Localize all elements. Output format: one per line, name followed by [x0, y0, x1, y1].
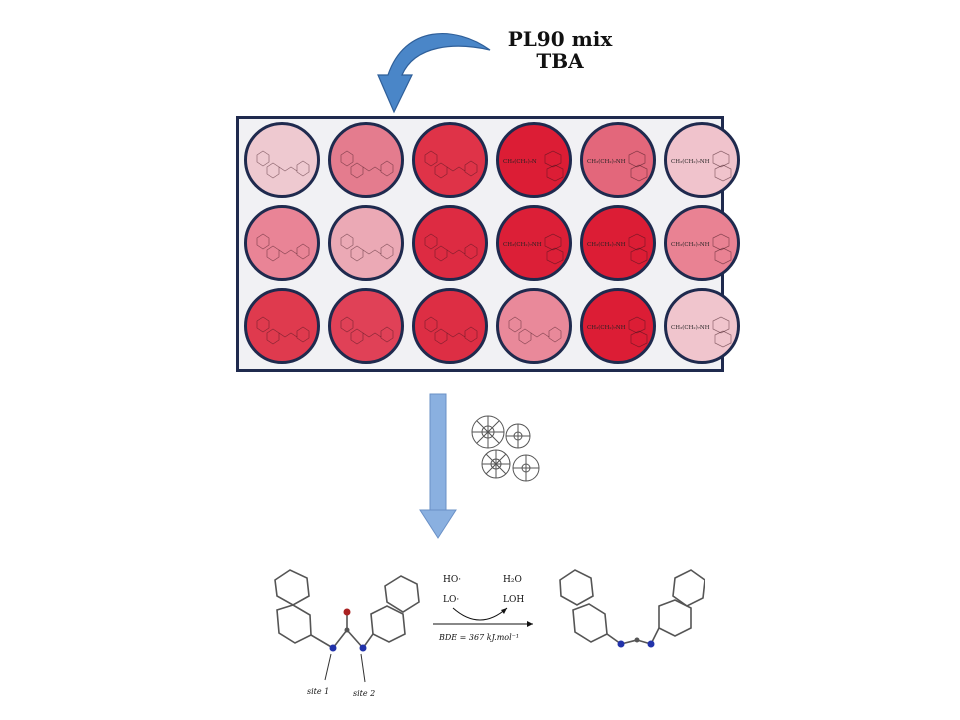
- atoms-reactant: [329, 608, 367, 652]
- structure-sketch-icon: [424, 233, 478, 262]
- well-r2-c6: CH₃(CH₂)₇NH: [664, 205, 740, 281]
- reagent-lo: LO·: [443, 595, 459, 605]
- structure-sketch-icon: [544, 233, 564, 265]
- well-label: CH₃(CH₂)₇NH: [587, 242, 626, 248]
- structure-sketch-icon: [712, 233, 732, 265]
- well-r1-c1: [244, 122, 320, 198]
- well-r3-c4: [496, 288, 572, 364]
- site-2-label: site 2: [353, 689, 375, 698]
- well-label: CH₃(CH₂)₇NH: [587, 159, 626, 165]
- structure-sketch-icon: [340, 150, 394, 179]
- structure-sketch-icon: [340, 316, 394, 345]
- structure-sketch-icon: [256, 316, 310, 345]
- structure-sketch-icon: [424, 150, 478, 179]
- structure-sketch-icon: [256, 233, 310, 262]
- reagent-ho: HO·: [443, 575, 461, 585]
- well-r2-c2: [328, 205, 404, 281]
- well-label: CH₃(CH₂)₇NH: [587, 325, 626, 331]
- well-r1-c6: CH₃(CH₂)₇NH: [664, 122, 740, 198]
- title-line-1: PL90 mix: [507, 27, 613, 51]
- reaction-scheme: site 1 site 2 HO· LO· H₂O LOH BDE = 367 …: [274, 569, 705, 698]
- structure-sketch-icon: [544, 150, 564, 182]
- well-r1-c4: CH₃(CH₂)₇N: [496, 122, 572, 198]
- structure-sketch-icon: [340, 233, 394, 262]
- well-r2-c3: [412, 205, 488, 281]
- bde-label: BDE = 367 kJ.mol⁻¹: [438, 633, 519, 642]
- product-loh: LOH: [503, 595, 524, 605]
- well-r3-c3: [412, 288, 488, 364]
- structure-sketch-icon: [712, 150, 732, 182]
- title-line-2: TBA: [536, 49, 584, 73]
- site-1-label: site 1: [307, 687, 329, 696]
- curved-arrow-icon: [377, 33, 491, 114]
- structure-sketch-icon: [424, 316, 478, 345]
- structure-sketch-icon: [628, 150, 648, 182]
- down-arrow-icon: [419, 393, 457, 539]
- well-label: CH₃(CH₂)₇NH: [671, 325, 710, 331]
- structure-sketch-icon: [508, 316, 562, 345]
- atoms-product: [617, 637, 655, 648]
- well-label: CH₃(CH₂)₇NH: [503, 242, 542, 248]
- molecule-product: [559, 569, 705, 645]
- well-label: CH₃(CH₂)₇NH: [671, 242, 710, 248]
- well-r2-c1: [244, 205, 320, 281]
- reagent-label: PL90 mix TBA: [500, 28, 620, 72]
- structure-sketch-icon: [628, 233, 648, 265]
- well-r3-c2: [328, 288, 404, 364]
- well-r3-c6: CH₃(CH₂)₇NH: [664, 288, 740, 364]
- well-r3-c5: CH₃(CH₂)₇NH: [580, 288, 656, 364]
- structure-sketch-icon: [712, 316, 732, 348]
- well-plate: CH₃(CH₂)₇N CH₃(CH₂)₇NH CH₃(CH₂)₇NH CH₃(CH₂)…: [236, 116, 740, 372]
- structure-sketch-icon: [256, 150, 310, 179]
- well-r1-c5: CH₃(CH₂)₇NH: [580, 122, 656, 198]
- well-label: CH₃(CH₂)₇N: [503, 159, 537, 165]
- well-r1-c3: [412, 122, 488, 198]
- well-r2-c4: CH₃(CH₂)₇NH: [496, 205, 572, 281]
- structure-sketch-icon: [628, 316, 648, 348]
- gear-icon: [466, 410, 544, 488]
- well-r1-c2: [328, 122, 404, 198]
- well-r2-c5: CH₃(CH₂)₇NH: [580, 205, 656, 281]
- well-r3-c1: [244, 288, 320, 364]
- product-h2o: H₂O: [503, 575, 522, 585]
- well-label: CH₃(CH₂)₇NH: [671, 159, 710, 165]
